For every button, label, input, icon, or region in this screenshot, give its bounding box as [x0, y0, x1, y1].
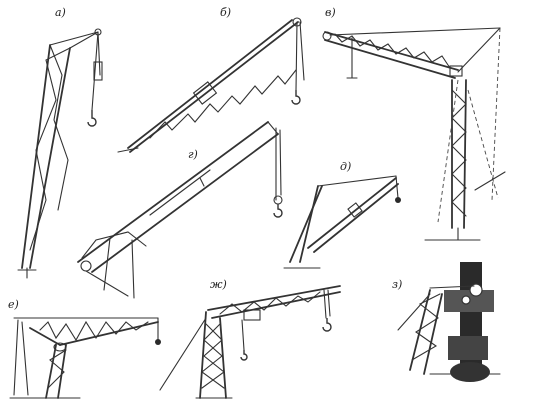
- crane-e: е): [8, 298, 161, 399]
- crane-d: д): [283, 160, 401, 269]
- crane-z: з): [392, 262, 501, 382]
- crane-v: в): [322, 6, 506, 241]
- label-b: б): [220, 6, 231, 19]
- label-g: г): [188, 148, 198, 161]
- label-e: е): [8, 298, 19, 311]
- label-zh: ж): [210, 278, 227, 291]
- crane-g: г): [77, 121, 283, 299]
- crane-zh: ж): [159, 278, 341, 399]
- label-a: а): [55, 6, 66, 19]
- label-d: д): [340, 160, 351, 173]
- label-z: з): [392, 278, 402, 291]
- label-v: в): [325, 6, 336, 19]
- crane-a: а): [17, 6, 103, 279]
- crane-b: б): [117, 6, 305, 153]
